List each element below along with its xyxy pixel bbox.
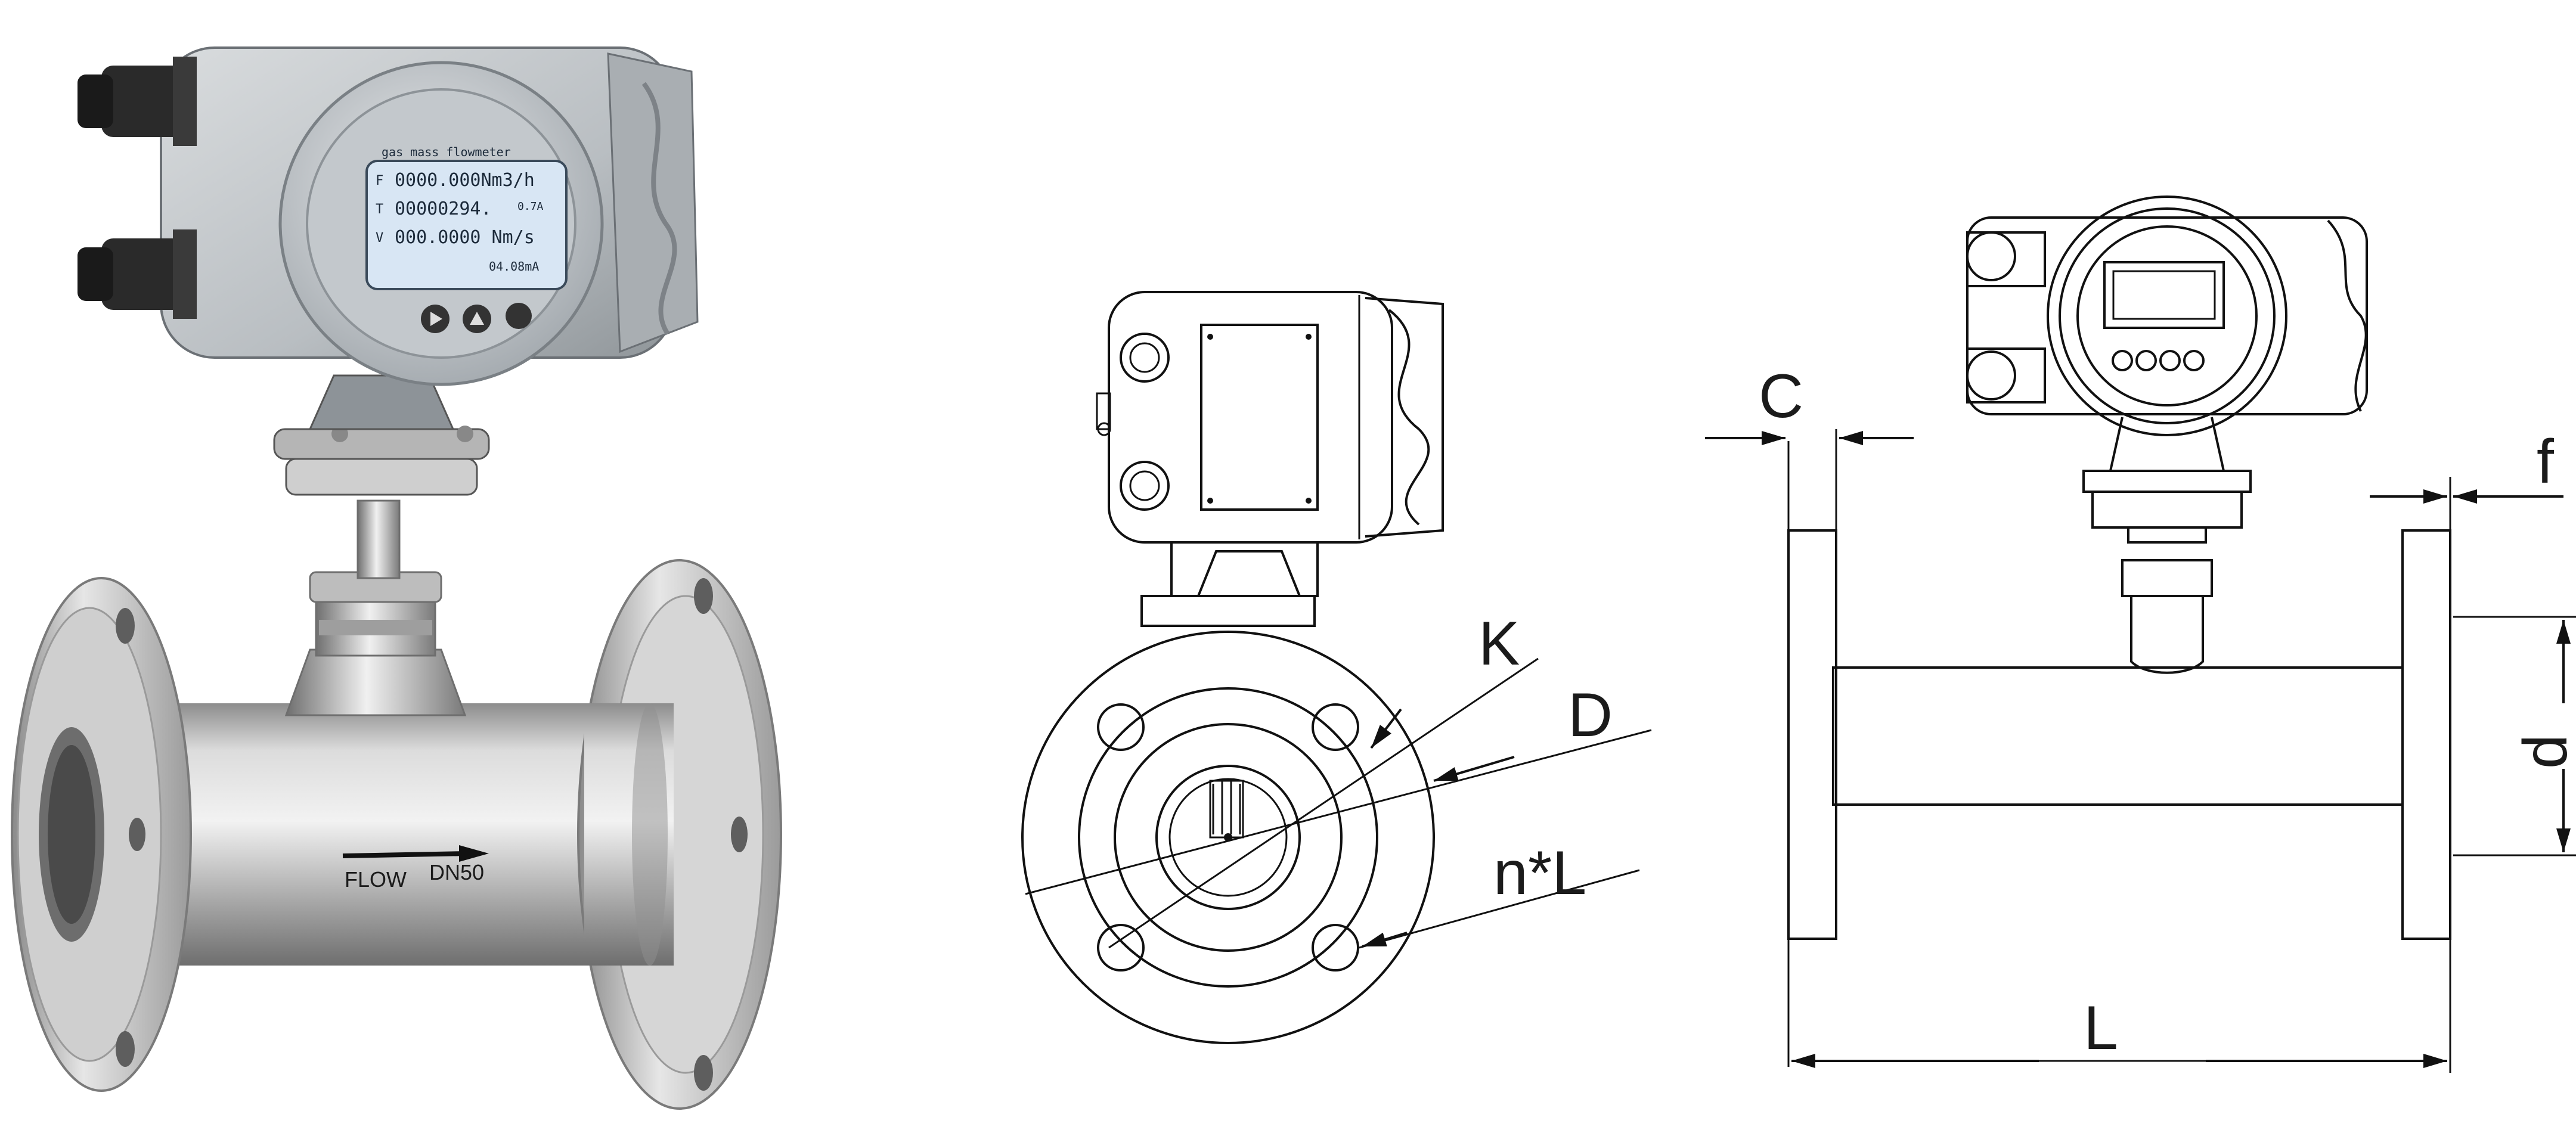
sensor-stem — [357, 499, 401, 579]
holes-leader — [1359, 869, 1640, 949]
bolt-hole-3 — [1097, 924, 1145, 972]
pipe-label-flow: FLOW — [345, 867, 407, 892]
display-marker-1: F — [376, 173, 383, 188]
front-lcd — [2103, 261, 2225, 329]
front-gland-bottom-icon — [1966, 350, 2016, 401]
flow-direction-arrow-icon — [342, 845, 489, 862]
display-marker-3: V — [376, 231, 383, 246]
pipe-label-size: DN50 — [429, 860, 484, 884]
label-d-outer: D — [1568, 681, 1613, 750]
display-status: 04.08mA — [489, 259, 539, 274]
mount-flange — [273, 428, 490, 460]
flange-outer-circle — [1021, 631, 1435, 1044]
lcd-screen — [365, 160, 568, 290]
display-line-2: 00000294. — [395, 198, 492, 219]
bolt-hole-2 — [1312, 703, 1359, 751]
label-c: C — [1759, 362, 1803, 431]
front-left-flange — [1787, 529, 1837, 940]
front-view-drawing: C f d L — [1705, 195, 2576, 1073]
front-pipe — [1832, 666, 2404, 806]
display-unit-small: 0.7A — [517, 200, 544, 213]
side-gland-top-icon — [1120, 333, 1170, 383]
tee-boss — [284, 648, 467, 716]
d-outer-leader — [1025, 729, 1652, 895]
side-view-drawing: K D n*L — [1021, 291, 1652, 1044]
display-header: gas mass flowmeter — [382, 145, 511, 159]
side-gland-bottom-icon — [1120, 461, 1170, 511]
front-gland-top-icon — [1966, 231, 2016, 281]
label-length: L — [2084, 994, 2118, 1063]
label-holes: n*L — [1493, 839, 1586, 908]
display-line-3: 000.0000 Nm/s — [395, 227, 535, 248]
display-marker-2: T — [376, 202, 383, 217]
keypad-enter-button — [506, 303, 532, 329]
cable-gland-top-icon — [78, 57, 197, 146]
front-right-flange — [2401, 529, 2451, 940]
label-d-inner: d — [2511, 734, 2576, 769]
label-f: f — [2537, 427, 2555, 496]
label-k: K — [1478, 609, 1520, 678]
display-line-1: 0000.000Nm3/h — [395, 170, 535, 191]
bolt-hole-4 — [1312, 924, 1359, 972]
cable-gland-bottom-icon — [78, 229, 197, 319]
bolt-hole-1 — [1097, 703, 1145, 751]
k-leader — [1108, 657, 1539, 949]
flowmeter-photo: gas mass flowmeter F 0000.000Nm3/h T 000… — [11, 46, 782, 1110]
front-bezel-outer — [2047, 195, 2287, 436]
